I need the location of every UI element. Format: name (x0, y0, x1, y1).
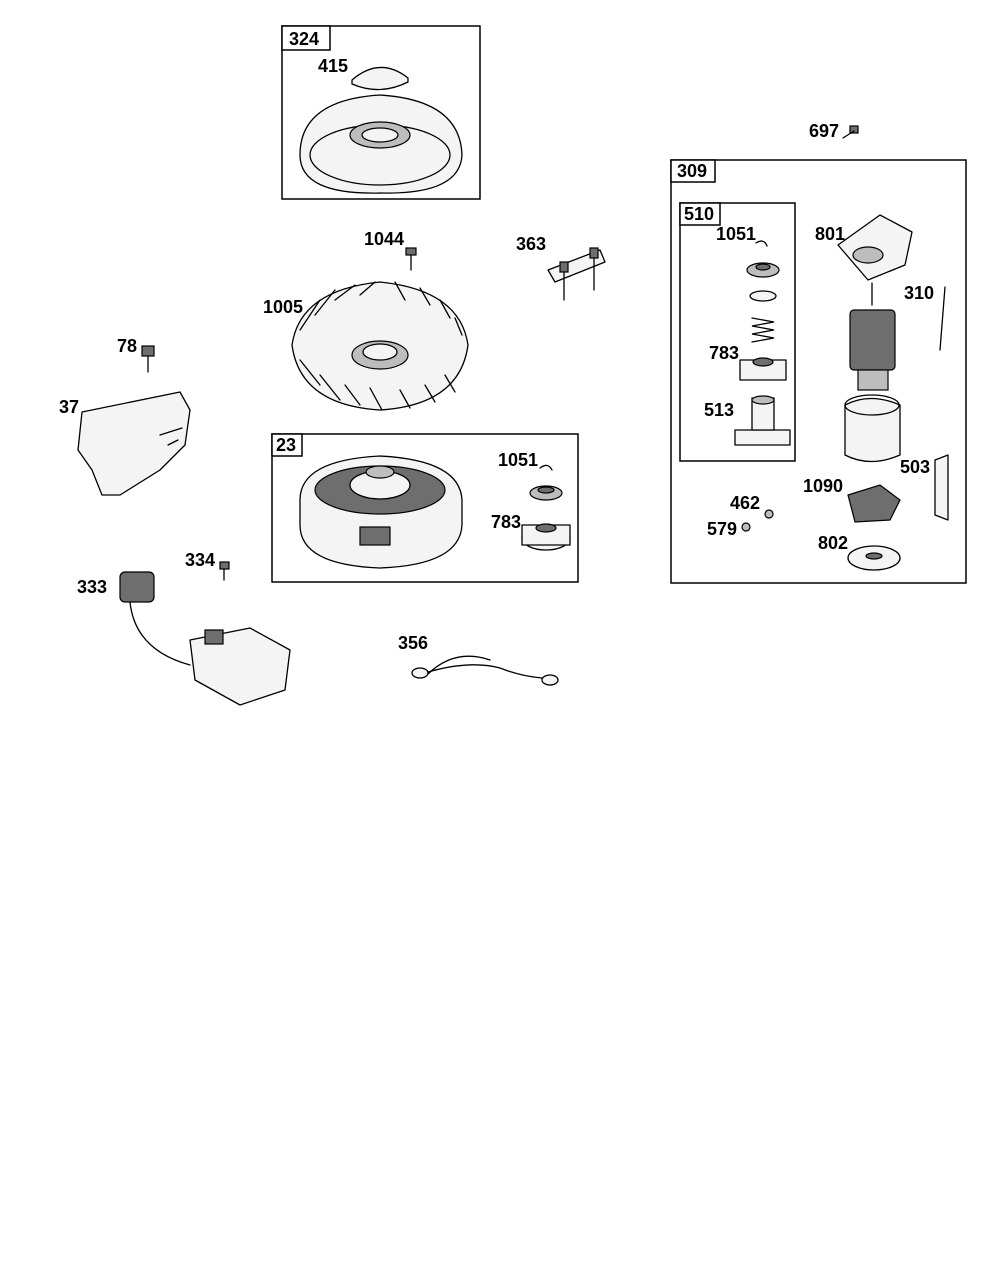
cap-drive (746, 262, 780, 278)
callout-802: 802 (818, 533, 848, 553)
retainer-1051-flywheel (539, 464, 553, 471)
callout-78: 78 (117, 336, 137, 356)
bolt-1044 (405, 247, 417, 271)
through-bolt-310 (939, 286, 946, 351)
gear-783-drive (739, 357, 787, 381)
assembly-324: 324 (281, 25, 481, 200)
assembly-309: 309 (670, 159, 967, 584)
bolt-78 (141, 345, 155, 373)
assembly-23-label: 23 (276, 435, 296, 455)
callout-801: 801 (815, 224, 845, 244)
spring-drive (751, 317, 775, 343)
cap-415 (351, 66, 409, 91)
callout-697: 697 (809, 121, 839, 141)
callout-783-drive: 783 (709, 343, 739, 363)
callout-1005: 1005 (263, 297, 303, 317)
assembly-510: 510 (679, 202, 796, 462)
callout-333: 333 (77, 577, 107, 597)
callout-1051-flywheel: 1051 (498, 450, 538, 470)
callout-363: 363 (516, 234, 546, 254)
bracket-363 (547, 247, 606, 301)
callout-415: 415 (318, 56, 348, 76)
assembly-23: 23 (271, 433, 579, 583)
ignition-coil-333 (119, 571, 291, 706)
ground-wire-356 (411, 655, 559, 686)
callout-579: 579 (707, 519, 737, 539)
callout-1044: 1044 (364, 229, 404, 249)
brush-holder-1090 (847, 484, 901, 523)
end-cap-801 (837, 214, 913, 281)
assembly-309-label: 309 (677, 161, 707, 181)
gear-783-flywheel (521, 523, 571, 551)
motor-housing (844, 394, 901, 463)
screw-334 (219, 561, 230, 581)
flywheel (299, 455, 463, 569)
washer-flywheel (529, 485, 563, 501)
callout-462: 462 (730, 493, 760, 513)
callout-37: 37 (59, 397, 79, 417)
callout-334: 334 (185, 550, 215, 570)
bracket-503 (934, 454, 949, 521)
callout-1090: 1090 (803, 476, 843, 496)
screw-697 (842, 125, 859, 139)
plate-802 (847, 545, 901, 571)
assembly-510-label: 510 (684, 204, 714, 224)
armature (849, 282, 896, 391)
washer-drive (749, 290, 777, 302)
nut-579 (741, 522, 751, 532)
callout-356: 356 (398, 633, 428, 653)
callout-503: 503 (900, 457, 930, 477)
flywheel-fan (291, 281, 469, 411)
shield-37 (77, 391, 191, 496)
assembly-324-label: 324 (289, 29, 319, 49)
drive-513 (734, 395, 791, 446)
nut-462 (764, 509, 774, 519)
blower-housing (299, 94, 463, 194)
callout-310: 310 (904, 283, 934, 303)
callout-1051-drive: 1051 (716, 224, 756, 244)
callout-513: 513 (704, 400, 734, 420)
retainer-1051-drive (755, 240, 768, 247)
callout-783-flywheel: 783 (491, 512, 521, 532)
